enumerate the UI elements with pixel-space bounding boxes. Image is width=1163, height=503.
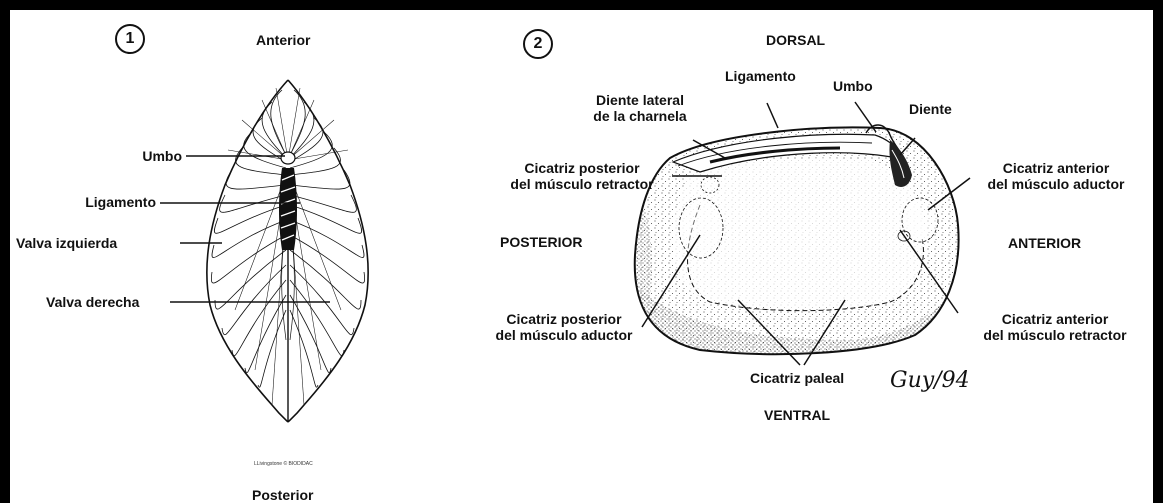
figure2-cicatriz-posterior-aductor-label: Cicatriz posterior del músculo aductor (488, 311, 640, 343)
figure2-cicatriz-anterior-retractor-line2: del músculo retractor (970, 327, 1140, 343)
figure2-cicatriz-anterior-retractor-line1: Cicatriz anterior (970, 311, 1140, 327)
figure2-ligamento-label: Ligamento (725, 68, 796, 84)
figure1-shell-drawing (207, 80, 368, 422)
figure2-dorsal-label: DORSAL (766, 32, 825, 48)
figure2-ventral-label: VENTRAL (764, 407, 830, 423)
figure2-cicatriz-anterior-aductor-line1: Cicatriz anterior (976, 160, 1136, 176)
figure2-diente-lateral-label: Diente lateral de la charnela (580, 92, 700, 124)
figure1-credit: LLivingstone © BIODIDAC (254, 461, 313, 467)
figure2-cicatriz-paleal-label: Cicatriz paleal (750, 370, 844, 386)
figure1-pointers (160, 156, 330, 302)
figure2-umbo-label: Umbo (833, 78, 873, 94)
figure2-cicatriz-anterior-retractor-label: Cicatriz anterior del músculo retractor (970, 311, 1140, 343)
figure2-cicatriz-posterior-aductor-line1: Cicatriz posterior (488, 311, 640, 327)
figure1-valva-derecha-label: Valva derecha (46, 294, 139, 310)
figure1-posterior-label: Posterior (252, 487, 313, 503)
figure1-umbo-label: Umbo (104, 148, 182, 164)
figure1-anterior-label: Anterior (256, 32, 310, 48)
figure2-anterior-label: ANTERIOR (1008, 235, 1081, 251)
figure2-cicatriz-anterior-aductor-line2: del músculo aductor (976, 176, 1136, 192)
figure2-cicatriz-posterior-retractor-label: Cicatriz posterior del músculo retractor (497, 160, 667, 192)
figure2-shell-drawing (630, 125, 959, 370)
bivalve-illustration (10, 10, 1153, 503)
figure2-cicatriz-posterior-retractor-line1: Cicatriz posterior (497, 160, 667, 176)
figure2-diente-lateral-line2: de la charnela (580, 108, 700, 124)
figure2-cicatriz-posterior-retractor-line2: del músculo retractor (497, 176, 667, 192)
shell-outline-right (288, 80, 368, 422)
figure-panel: 1 Anterior Posterior Umbo Ligamento Valv… (10, 10, 1153, 503)
figure1-ligamento-label: Ligamento (50, 194, 156, 210)
anterior-adductor-scar (902, 198, 938, 242)
figure1-valva-izquierda-label: Valva izquierda (16, 235, 117, 251)
figure2-signature: Guy/94 (890, 368, 970, 393)
figure1-number: 1 (115, 24, 145, 54)
figure2-number: 2 (523, 29, 553, 59)
posterior-adductor-scar (679, 198, 723, 258)
figure2-posterior-label: POSTERIOR (500, 234, 582, 250)
figure2-diente-label: Diente (909, 101, 952, 117)
figure2-cicatriz-anterior-aductor-label: Cicatriz anterior del músculo aductor (976, 160, 1136, 192)
figure2-cicatriz-posterior-aductor-line2: del músculo aductor (488, 327, 640, 343)
figure2-diente-lateral-line1: Diente lateral (580, 92, 700, 108)
